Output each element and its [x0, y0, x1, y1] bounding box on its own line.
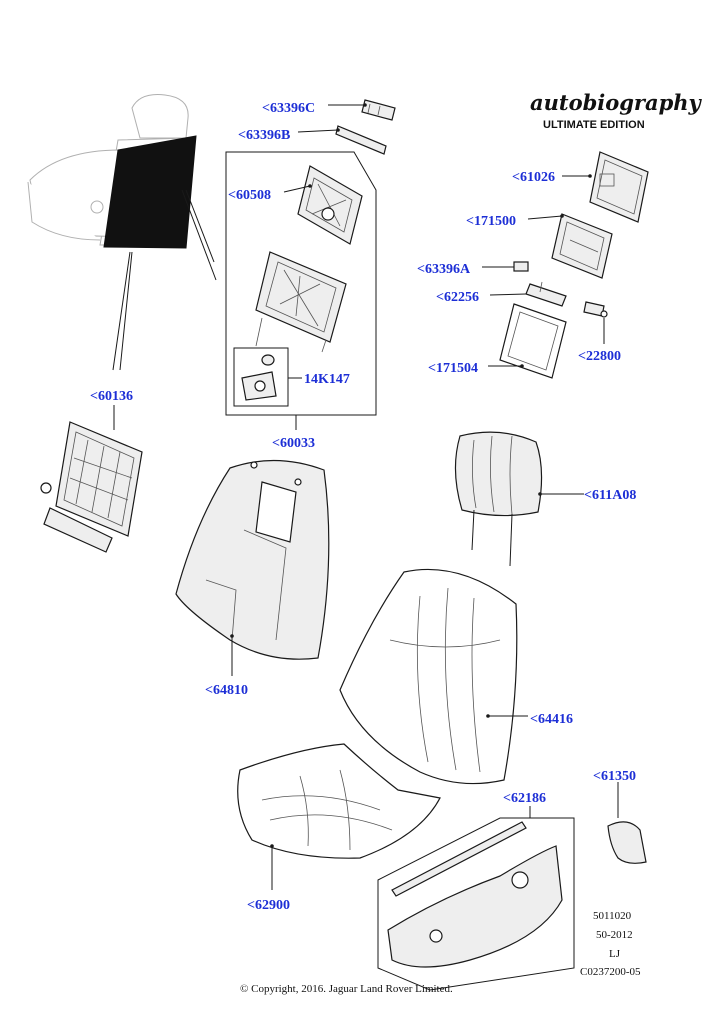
callout-63396C[interactable]: <63396C — [262, 101, 315, 116]
part-61350: <61350 — [593, 769, 647, 864]
part-611A08: <611A08 — [454, 431, 636, 567]
part-61026: <61026 — [512, 151, 649, 223]
callout-62900[interactable]: <62900 — [247, 898, 290, 913]
callout-171504[interactable]: <171504 — [428, 361, 478, 376]
callout-63396A[interactable]: <63396A — [417, 262, 471, 277]
part-60508: <60508 — [228, 165, 363, 245]
brand-subtitle: ULTIMATE EDITION — [543, 119, 645, 131]
part-60033-group: <60033 — [225, 151, 377, 451]
brand-title: autobiography — [530, 90, 703, 115]
meta-code-3: LJ — [609, 948, 621, 960]
callout-22800[interactable]: <22800 — [578, 349, 621, 364]
callout-14K147[interactable]: 14K147 — [304, 372, 350, 387]
part-63396C: <63396C — [262, 99, 396, 121]
seat-back-frame — [255, 251, 347, 353]
part-171500: <171500 — [466, 213, 613, 279]
callout-61026[interactable]: <61026 — [512, 170, 555, 185]
meta-code-1: 5011020 — [593, 910, 632, 922]
callout-60508[interactable]: <60508 — [228, 188, 271, 203]
part-60136: <60136 — [40, 389, 143, 553]
callout-611A08[interactable]: <611A08 — [584, 488, 636, 503]
callout-63396B[interactable]: <63396B — [238, 128, 290, 143]
callout-60033[interactable]: <60033 — [272, 436, 315, 451]
part-64810: <64810 — [175, 459, 330, 698]
part-62900: <62900 — [237, 743, 441, 913]
part-171504: <171504 — [428, 303, 567, 379]
callout-62186[interactable]: <62186 — [503, 791, 546, 806]
seat-overview-illustration — [27, 94, 217, 371]
part-63396B: <63396B — [238, 125, 387, 155]
callout-171500[interactable]: <171500 — [466, 214, 516, 229]
part-64416: <64416 — [339, 568, 573, 785]
part-62186-group: <62186 — [377, 791, 575, 991]
part-63396A: <63396A — [417, 261, 529, 277]
copyright-notice: © Copyright, 2016. Jaguar Land Rover Lim… — [240, 983, 453, 995]
part-22800: <22800 — [578, 301, 621, 364]
seat-back-panel-highlight — [103, 135, 197, 249]
part-62256: <62256 — [436, 281, 567, 307]
callout-64810[interactable]: <64810 — [205, 683, 248, 698]
callout-61350[interactable]: <61350 — [593, 769, 636, 784]
meta-code-4: C0237200-05 — [580, 966, 641, 978]
callout-60136[interactable]: <60136 — [90, 389, 133, 404]
callout-64416[interactable]: <64416 — [530, 712, 573, 727]
part-14K147: 14K147 — [233, 347, 350, 407]
callout-62256[interactable]: <62256 — [436, 290, 479, 305]
meta-code-2: 50-2012 — [596, 929, 633, 941]
